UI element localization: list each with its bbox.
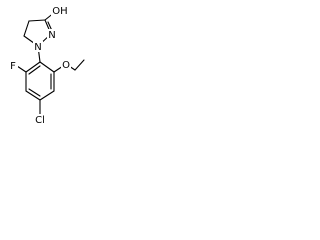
ring-nitrogen-upper-label: N <box>48 30 55 41</box>
bond-ch2-ch3 <box>74 59 85 71</box>
bond-ar-c3-c4 <box>25 90 41 101</box>
bond-ar-c6-c1 <box>39 61 55 73</box>
ether-oxygen-label: O <box>62 60 70 71</box>
benzene-ring <box>25 61 55 101</box>
bond-ar-inner-1 <box>28 65 41 75</box>
chloro-label: Cl <box>35 115 45 126</box>
bond-c4-c5 <box>23 20 30 37</box>
molecule-structure-diagram: OH N N F O Cl <box>9 5 85 126</box>
bond-c4-c3 <box>28 19 46 22</box>
fluoro-label: F <box>10 61 16 72</box>
bond-ar-inner-2 <box>28 88 41 97</box>
hydroxyl-label: OH <box>52 6 67 17</box>
bond-ar-fluoro <box>16 65 27 73</box>
bond-ar-c4-c5 <box>39 90 55 101</box>
bond-ar-c1-c2 <box>25 61 41 73</box>
ring-nitrogen-lower-label: N <box>34 42 41 53</box>
